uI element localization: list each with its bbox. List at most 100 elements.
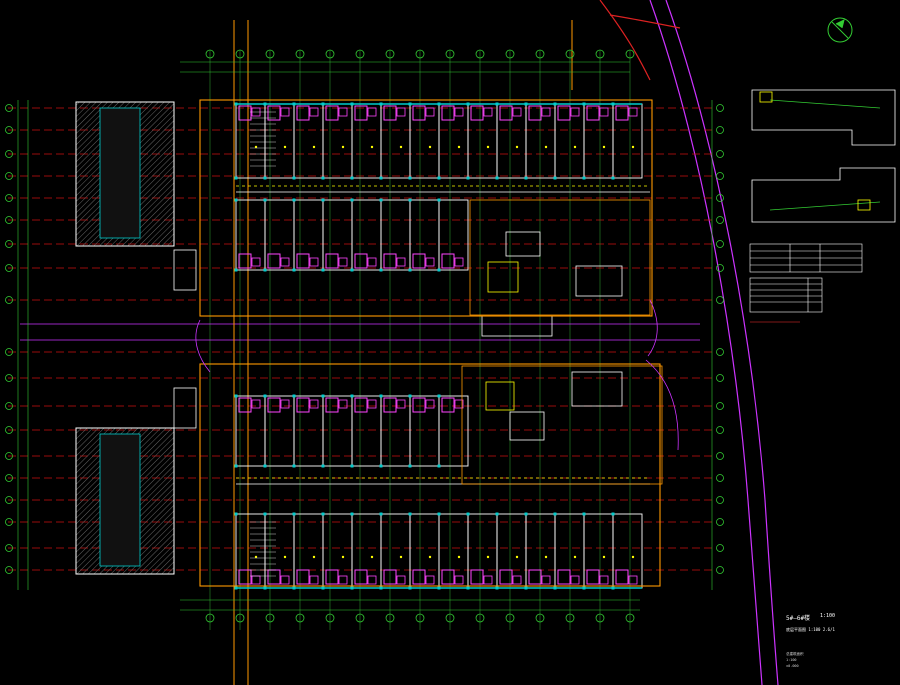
column xyxy=(321,586,325,590)
fixture xyxy=(367,399,377,409)
axis-bubble xyxy=(716,348,724,356)
bathroom xyxy=(238,397,252,413)
column xyxy=(408,176,412,180)
room xyxy=(438,199,469,271)
column xyxy=(292,464,296,468)
bathroom xyxy=(325,397,339,413)
column xyxy=(234,176,238,180)
bathroom xyxy=(296,397,310,413)
column xyxy=(379,268,383,272)
column xyxy=(292,102,296,106)
axis-bubble xyxy=(5,566,13,574)
fixture xyxy=(512,575,522,585)
column xyxy=(321,198,325,202)
column xyxy=(582,176,586,180)
fixture xyxy=(454,107,464,117)
site-boundary xyxy=(599,0,779,685)
room xyxy=(438,395,469,467)
bathroom xyxy=(267,397,281,413)
axis-bubble xyxy=(716,452,724,460)
column xyxy=(234,586,238,590)
axis-bubble xyxy=(5,544,13,552)
axis-bubble xyxy=(5,296,13,304)
bathroom xyxy=(470,569,484,585)
bathroom xyxy=(325,569,339,585)
label-dot xyxy=(254,555,258,559)
column xyxy=(263,586,267,590)
fixture xyxy=(280,257,290,267)
bathroom xyxy=(499,569,513,585)
column xyxy=(263,464,267,468)
column xyxy=(379,176,383,180)
column xyxy=(437,394,441,398)
axis-bubble xyxy=(295,49,305,59)
axis-bubble xyxy=(475,613,485,623)
fixture xyxy=(367,257,377,267)
fixture xyxy=(628,107,638,117)
column xyxy=(234,102,238,106)
fixture xyxy=(483,107,493,117)
label-dot xyxy=(341,555,345,559)
label-dot xyxy=(486,555,490,559)
column xyxy=(524,102,528,106)
axis-bubble xyxy=(716,374,724,382)
column xyxy=(466,176,470,180)
dimension-rows xyxy=(17,61,713,611)
legend-tables xyxy=(749,243,863,323)
axis-bubble xyxy=(535,49,545,59)
column xyxy=(350,102,354,106)
axis-bubble xyxy=(325,49,335,59)
axis-bubble xyxy=(5,474,13,482)
axis-bubble xyxy=(535,613,545,623)
axis-bubble xyxy=(5,426,13,434)
bathroom xyxy=(557,569,571,585)
left-service-blocks xyxy=(75,101,197,575)
label-dot xyxy=(631,555,635,559)
bathroom xyxy=(354,569,368,585)
axis-bubble xyxy=(5,194,13,202)
column xyxy=(553,176,557,180)
axis-bubble xyxy=(716,518,724,526)
column xyxy=(437,268,441,272)
drawing-scale: 1:100 xyxy=(820,613,836,619)
column xyxy=(292,512,296,516)
label-dot xyxy=(399,145,403,149)
axis-bubble xyxy=(5,216,13,224)
fixture xyxy=(454,575,464,585)
entrance-arcs xyxy=(195,299,679,451)
fixture xyxy=(512,107,522,117)
building-outline xyxy=(199,99,661,587)
axis-bubble xyxy=(716,150,724,158)
axis-bubble xyxy=(205,613,215,623)
axis-bubble xyxy=(415,613,425,623)
axis-bubble xyxy=(716,264,724,272)
column xyxy=(495,102,499,106)
fixture xyxy=(338,399,348,409)
bathroom xyxy=(296,253,310,269)
fixture xyxy=(570,107,580,117)
label-dot xyxy=(283,555,287,559)
column xyxy=(350,512,354,516)
axis-bubble xyxy=(235,613,245,623)
axis-bubble xyxy=(716,544,724,552)
bathroom xyxy=(528,105,542,121)
label-dot xyxy=(283,145,287,149)
label-dot xyxy=(631,145,635,149)
column xyxy=(321,268,325,272)
upper-wing xyxy=(234,102,650,272)
fixture xyxy=(396,399,406,409)
bathroom xyxy=(557,105,571,121)
column xyxy=(379,464,383,468)
label-dot xyxy=(544,555,548,559)
fixture xyxy=(570,575,580,585)
bathroom xyxy=(267,253,281,269)
axis-bubble xyxy=(716,216,724,224)
axis-bubble xyxy=(716,474,724,482)
column xyxy=(437,198,441,202)
label-dot xyxy=(602,145,606,149)
fixture xyxy=(280,575,290,585)
column xyxy=(524,512,528,516)
column xyxy=(379,102,383,106)
axis-bubble xyxy=(265,49,275,59)
